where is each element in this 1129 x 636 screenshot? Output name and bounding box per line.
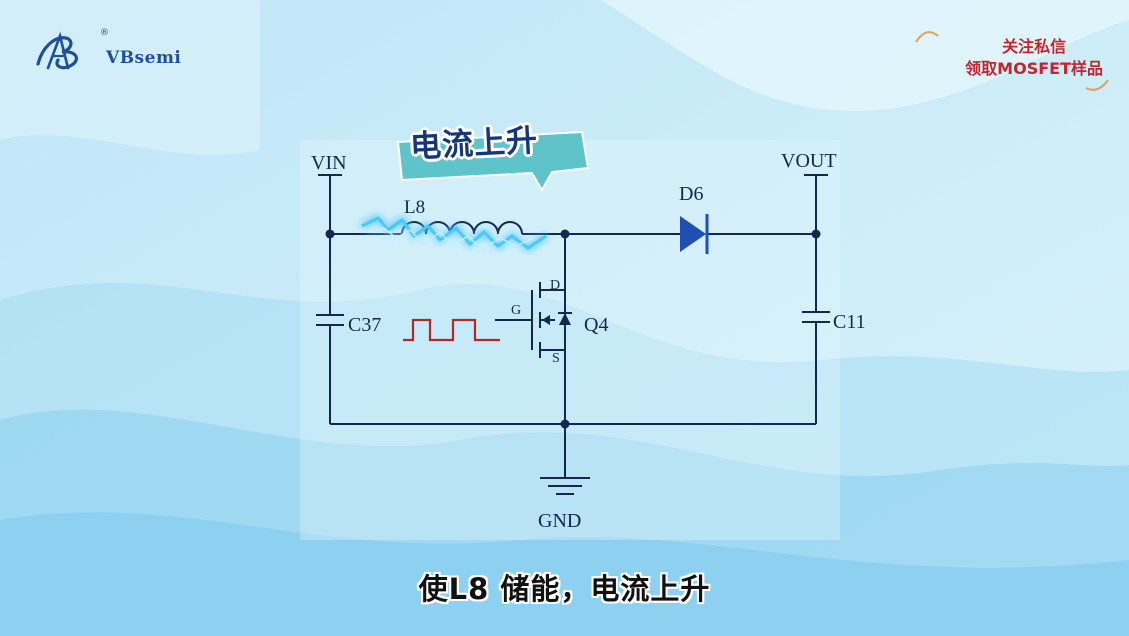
body-arrow	[542, 315, 550, 325]
vin-label: VIN	[311, 152, 347, 174]
vout-label: VOUT	[781, 150, 837, 172]
callout-text: 电流上升	[409, 122, 540, 166]
pin-s-label: S	[552, 351, 560, 366]
registered-mark: ®	[100, 28, 109, 38]
diode-d6	[680, 214, 709, 254]
promo-text: 关注私信 领取MOSFET样品	[965, 36, 1103, 80]
vbsemi-logo-icon	[36, 31, 78, 70]
pin-g-label: G	[511, 303, 521, 318]
promo-line-1: 关注私信	[1002, 37, 1067, 56]
brand-logo: ® VBsemi	[32, 28, 182, 72]
subtitle-caption: 使L8 储能，电流上升	[418, 572, 711, 606]
circuit-panel	[300, 140, 840, 540]
promo-deco-right	[1085, 79, 1109, 91]
circuit-diagram	[316, 174, 830, 495]
brand-name: VBsemi	[106, 48, 182, 68]
promo-deco-left	[915, 31, 939, 43]
inductor-label: L8	[404, 197, 425, 218]
diode-label: D6	[679, 183, 703, 205]
mosfet-label: Q4	[584, 314, 608, 336]
current-glow	[361, 216, 547, 251]
pwm-waveform	[403, 318, 500, 342]
pin-d-label: D	[550, 278, 560, 293]
junction-dots	[325, 229, 821, 429]
promo-line-2: 领取MOSFET样品	[965, 59, 1103, 78]
callout-banner: 电流上升	[392, 110, 592, 192]
body-diode	[559, 313, 571, 325]
gnd-label: GND	[538, 510, 581, 532]
c37-label: C37	[348, 314, 381, 336]
callout-shape	[396, 130, 590, 192]
c11-label: C11	[833, 311, 866, 333]
